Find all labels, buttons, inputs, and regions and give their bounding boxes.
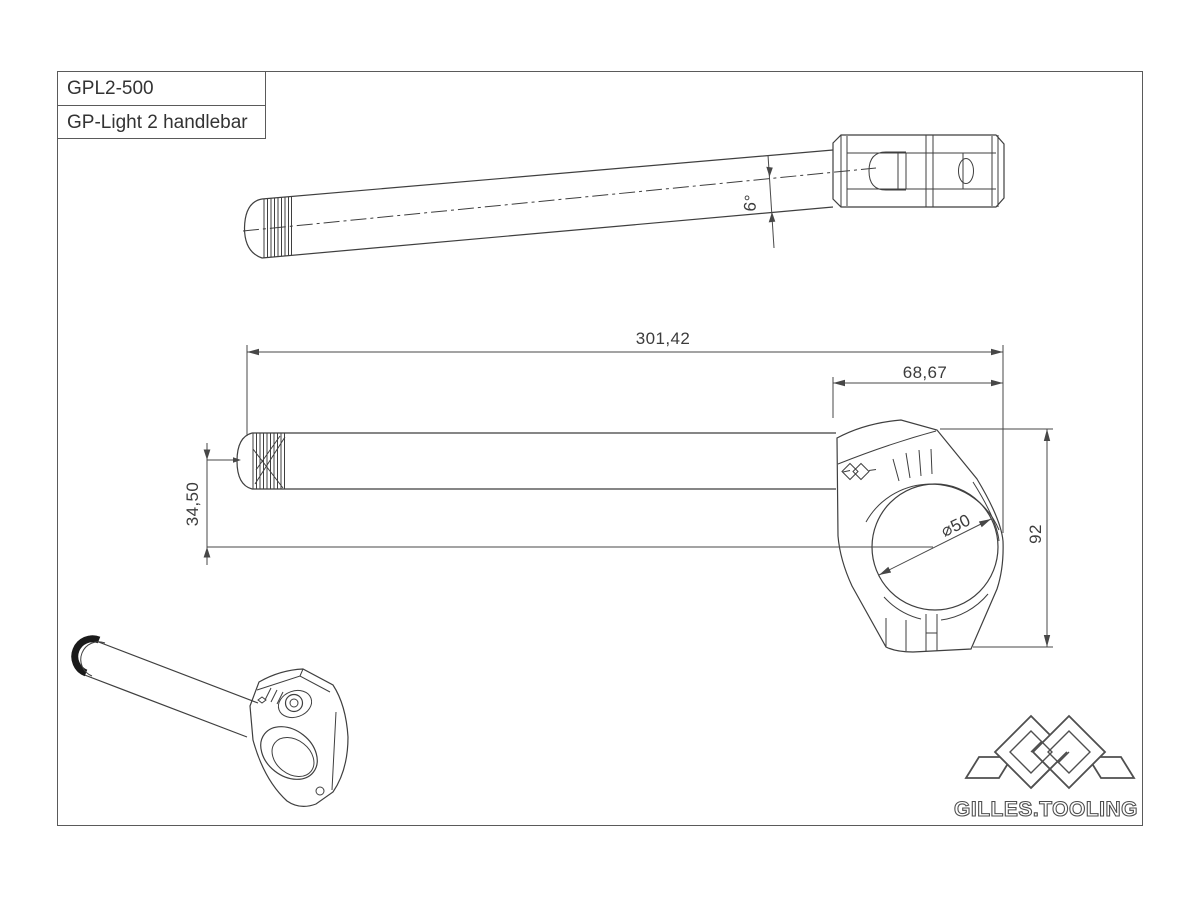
front-view-tube — [236, 432, 836, 490]
iso-clamp-faces — [256, 668, 337, 791]
iso-bolt-head — [284, 693, 304, 713]
front-view-outer-ring — [865, 483, 1000, 621]
iso-view — [71, 635, 349, 807]
iso-bolt-socket — [289, 698, 299, 708]
top-view-clamp-details — [840, 135, 999, 207]
engraved-logo-icon — [841, 462, 877, 481]
title-block: GPL2-500 GP-Light 2 handlebar — [57, 71, 266, 139]
front-view-clamp-slot — [885, 614, 938, 651]
iso-score-marks — [264, 687, 284, 705]
iso-bore-hole-outer — [260, 726, 318, 780]
front-view-clamp-outline — [836, 419, 1004, 653]
drawing-frame-border — [57, 71, 1143, 826]
iso-bore-hole-inner — [271, 737, 315, 777]
dim-overall-length-label: 301,42 — [635, 329, 691, 348]
top-view — [242, 134, 1005, 259]
iso-engraved-logo-icon — [257, 696, 267, 704]
part-name: GP-Light 2 handlebar — [58, 105, 265, 138]
dimension-lines — [203, 345, 1053, 648]
iso-bar-end-cap — [80, 641, 106, 677]
part-number: GPL2-500 — [67, 78, 154, 99]
iso-bolt-boss — [277, 689, 313, 719]
dim-tube-angle-label: 6° — [740, 193, 761, 213]
brand-logo-text: GILLES.TOOLING — [953, 797, 1138, 821]
top-view-clamp-slot-hole — [958, 158, 974, 184]
gilles-logo-icon — [964, 714, 1136, 790]
iso-bar-end-ring — [71, 635, 101, 677]
front-view — [203, 345, 1053, 653]
dim-clamp-section-length-label: 68,67 — [902, 363, 948, 382]
front-view-score-marks — [892, 448, 933, 482]
iso-tube — [71, 639, 259, 738]
iso-clamp-outline — [249, 668, 349, 807]
angle-dimension — [766, 154, 776, 249]
iso-lower-bolt — [315, 786, 325, 796]
top-view-clamp-outline — [832, 134, 1005, 208]
top-view-tube — [243, 149, 834, 259]
top-view-centerline — [242, 167, 877, 232]
front-view-knurl — [252, 433, 286, 489]
dim-center-drop-label: 34,50 — [183, 481, 202, 527]
dim-clamp-height-label: 92 — [1026, 524, 1045, 544]
